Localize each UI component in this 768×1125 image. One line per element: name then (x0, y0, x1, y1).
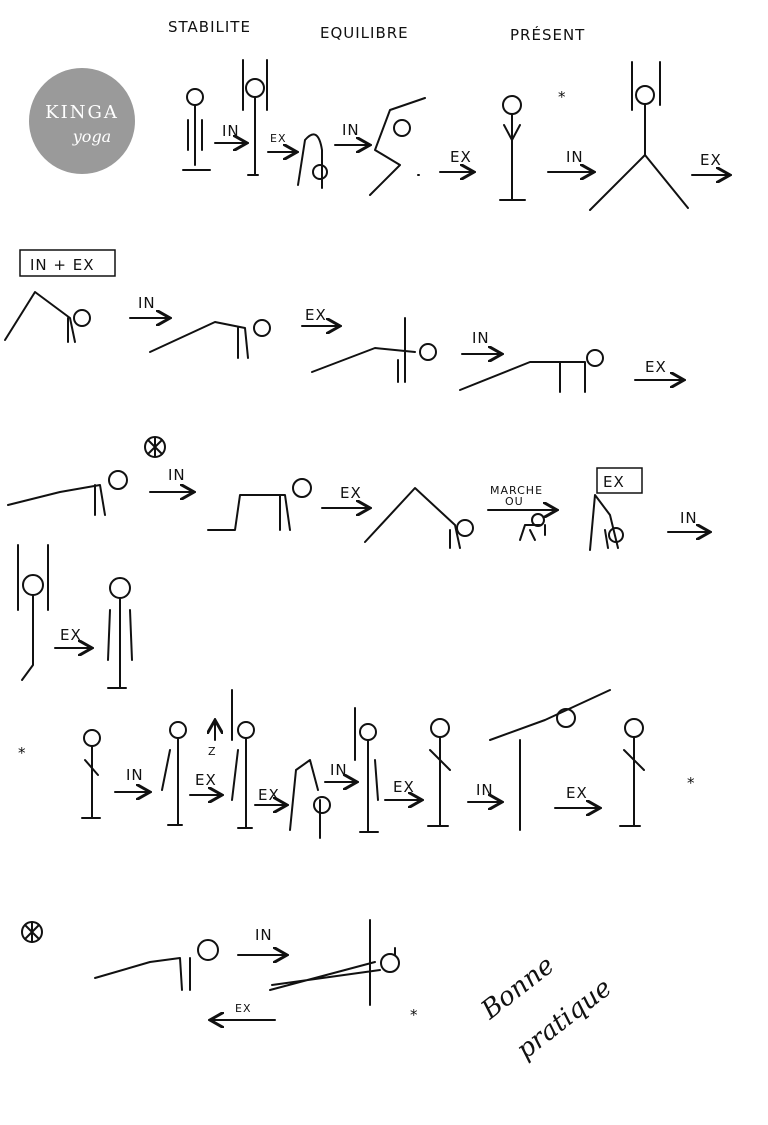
label-in: IN (566, 148, 584, 166)
star-marker: * (410, 1006, 419, 1024)
label-ex: EX (566, 784, 588, 802)
kinga-logo: KINGA yoga (29, 68, 135, 174)
label-in: IN (168, 466, 186, 484)
in-plus-ex-box (19, 249, 116, 277)
label-ex: EX (393, 778, 415, 796)
label-ex: EX (270, 132, 287, 145)
row-2-figures (4, 291, 604, 393)
label-ex: EX (340, 484, 362, 502)
label-ex: EX (60, 626, 82, 644)
label-ou: OU (505, 495, 524, 508)
header-title-equilibre: EQUILIBRE (320, 24, 409, 42)
label-in: IN (476, 781, 494, 799)
row-3-figures (7, 436, 624, 551)
label-in: IN (126, 766, 144, 784)
star-marker: * (558, 88, 567, 106)
label-in: IN (138, 294, 156, 312)
star-marker: * (687, 774, 696, 792)
label-in: IN (472, 329, 490, 347)
label-ex: EX (645, 358, 667, 376)
label-in: IN (330, 761, 348, 779)
label-in: IN (255, 926, 273, 944)
label-ex: EX (235, 1002, 252, 1015)
row-6-arrows (212, 955, 285, 1020)
row-2-arrows (129, 318, 682, 380)
star-marker: * (18, 744, 27, 762)
label-ex: EX (258, 786, 280, 804)
label-z: Z (208, 745, 217, 758)
row-1-arrows (214, 143, 728, 175)
label-in: IN (680, 509, 698, 527)
row-3-arrows (149, 492, 708, 532)
row-1-figures (182, 59, 689, 211)
label-in: IN (342, 121, 360, 139)
header-title-present: PRÉSENT (510, 25, 585, 44)
ex-box (596, 467, 643, 494)
logo-subtext: yoga (72, 127, 111, 146)
label-ex: EX (450, 148, 472, 166)
label-ex: EX (195, 771, 217, 789)
header-title-stabilite: STABILITE (168, 18, 251, 36)
label-ex-boxed: EX (603, 473, 625, 491)
row-6-figures (21, 919, 400, 1006)
row-5-figures (81, 689, 645, 839)
row-5-arrows (114, 722, 598, 808)
label-ex: EX (700, 151, 722, 169)
logo-text: KINGA (45, 102, 119, 123)
label-in-plus-ex: IN + EX (30, 256, 95, 274)
label-marche: MARCHE (490, 484, 543, 497)
row-4-figures (17, 544, 133, 689)
label-in: IN (222, 122, 240, 140)
label-ex: EX (305, 306, 327, 324)
